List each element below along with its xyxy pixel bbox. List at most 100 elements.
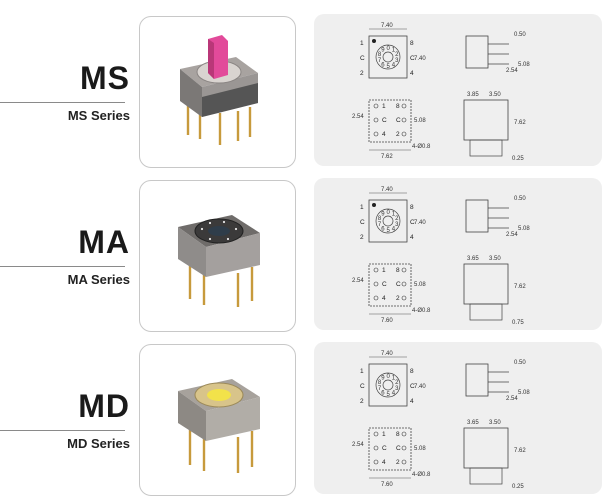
divider-line (0, 266, 125, 267)
svg-text:5.08: 5.08 (414, 118, 426, 124)
svg-text:2: 2 (360, 70, 364, 77)
svg-text:2.54: 2.54 (352, 442, 364, 448)
product-photo-card[interactable] (139, 16, 296, 168)
dial-digit: 6 (381, 226, 385, 232)
svg-text:7.40: 7.40 (381, 187, 393, 193)
dial-digit: 7 (378, 386, 382, 392)
svg-text:4: 4 (410, 398, 414, 405)
svg-text:0.25: 0.25 (512, 156, 524, 162)
dial-digit: 1 (392, 212, 396, 218)
svg-text:1: 1 (382, 103, 386, 110)
svg-text:C: C (410, 55, 415, 62)
svg-text:4-Ø0.8: 4-Ø0.8 (412, 472, 431, 478)
svg-text:7.62: 7.62 (514, 284, 526, 290)
svg-text:C: C (360, 55, 365, 62)
dial-digit: 5 (387, 228, 391, 234)
svg-text:C: C (360, 383, 365, 390)
svg-text:0.25: 0.25 (512, 484, 524, 490)
svg-text:7.40: 7.40 (381, 351, 393, 357)
svg-text:2.54: 2.54 (352, 114, 364, 120)
svg-text:0.50: 0.50 (514, 196, 526, 202)
svg-text:5.08: 5.08 (518, 62, 530, 68)
series-name: MD Series (67, 436, 130, 451)
dial-digit: 4 (392, 226, 396, 232)
actuator (207, 389, 231, 401)
svg-text:2.54: 2.54 (506, 68, 518, 74)
svg-text:C: C (382, 281, 387, 288)
svg-text:C: C (410, 383, 415, 390)
dial-digit: 2 (395, 52, 399, 58)
dial-digit: 3 (395, 386, 399, 392)
dimension-drawing-panel[interactable]: 7.40 7.40 1 C 2 8 C 4 1 8 C C 4 2 2.54 5… (314, 178, 602, 330)
svg-text:C: C (360, 219, 365, 226)
dial-digit: 6 (381, 390, 385, 396)
series-code: MA (78, 224, 130, 260)
dial-digit: 5 (387, 392, 391, 398)
svg-text:C: C (410, 219, 415, 226)
dial-digit: 3 (395, 222, 399, 228)
series-row-md: MD MD Series 7.40 7.40 1 C 2 8 C (0, 340, 608, 500)
series-name: MS Series (67, 108, 130, 123)
svg-text:3.50: 3.50 (489, 256, 501, 262)
svg-text:4: 4 (382, 459, 386, 466)
svg-text:7.40: 7.40 (414, 56, 426, 62)
dial-digit: 0 (387, 46, 391, 52)
svg-text:1: 1 (360, 40, 364, 47)
svg-text:2: 2 (360, 398, 364, 405)
dial-digit: 1 (392, 376, 396, 382)
dial-digit: 9 (381, 48, 385, 54)
svg-text:3.85: 3.85 (467, 92, 479, 98)
svg-text:1: 1 (360, 204, 364, 211)
dial-digit: 4 (392, 390, 396, 396)
svg-text:2.54: 2.54 (352, 278, 364, 284)
switch-photo (178, 379, 260, 473)
svg-text:7.62: 7.62 (514, 448, 526, 454)
series-row-ma: MA MA Series 7.40 7.40 1 C 2 (0, 176, 608, 336)
svg-text:7.62: 7.62 (514, 120, 526, 126)
svg-text:5.08: 5.08 (518, 390, 530, 396)
svg-text:4: 4 (410, 70, 414, 77)
svg-text:7.40: 7.40 (381, 23, 393, 29)
svg-text:C: C (382, 117, 387, 124)
dial-digit: 1 (392, 48, 396, 54)
svg-text:8: 8 (396, 267, 400, 274)
svg-text:8: 8 (410, 368, 414, 375)
svg-text:2: 2 (360, 234, 364, 241)
svg-text:8: 8 (396, 103, 400, 110)
svg-text:C: C (396, 117, 401, 124)
svg-text:4-Ø0.8: 4-Ø0.8 (412, 308, 431, 314)
svg-text:4: 4 (410, 234, 414, 241)
svg-text:C: C (396, 281, 401, 288)
series-code: MS (80, 60, 130, 96)
dial-digit: 6 (381, 62, 385, 68)
svg-text:8: 8 (410, 204, 414, 211)
dimension-drawing-panel[interactable]: 7.40 7.40 1 C 2 8 C 4 1 8 C C 4 2 2.54 5… (314, 14, 602, 166)
svg-text:2: 2 (396, 131, 400, 138)
dial-digit: 2 (395, 380, 399, 386)
dial-digit: 0 (387, 374, 391, 380)
svg-text:1: 1 (382, 431, 386, 438)
dial-digit: 4 (392, 62, 396, 68)
svg-text:2.54: 2.54 (506, 396, 518, 402)
svg-text:4: 4 (382, 295, 386, 302)
svg-text:1: 1 (382, 267, 386, 274)
svg-text:5.08: 5.08 (414, 446, 426, 452)
dial-digit: 9 (381, 212, 385, 218)
switch-photo (180, 35, 258, 145)
svg-text:4: 4 (382, 131, 386, 138)
svg-text:0.75: 0.75 (512, 320, 524, 326)
dial-digit: 7 (378, 222, 382, 228)
dimension-drawing: 7.40 7.40 1 C 2 8 C 4 1 8 C C 4 2 2.54 5… (352, 351, 530, 490)
svg-text:C: C (382, 445, 387, 452)
dial-digit: 8 (378, 380, 382, 386)
product-photo-card[interactable] (139, 180, 296, 332)
actuator (208, 226, 230, 236)
product-photo-card[interactable] (139, 344, 296, 496)
dimension-drawing: 7.40 7.40 1 C 2 8 C 4 1 8 C C 4 2 2.54 5… (352, 23, 530, 162)
svg-text:8: 8 (410, 40, 414, 47)
svg-text:C: C (396, 445, 401, 452)
dial-digit: 5 (387, 64, 391, 70)
svg-text:7.60: 7.60 (381, 318, 393, 324)
dial-digit: 8 (378, 216, 382, 222)
dimension-drawing-panel[interactable]: 7.40 7.40 1 C 2 8 C 4 1 8 C C 4 2 2.54 5… (314, 342, 602, 494)
